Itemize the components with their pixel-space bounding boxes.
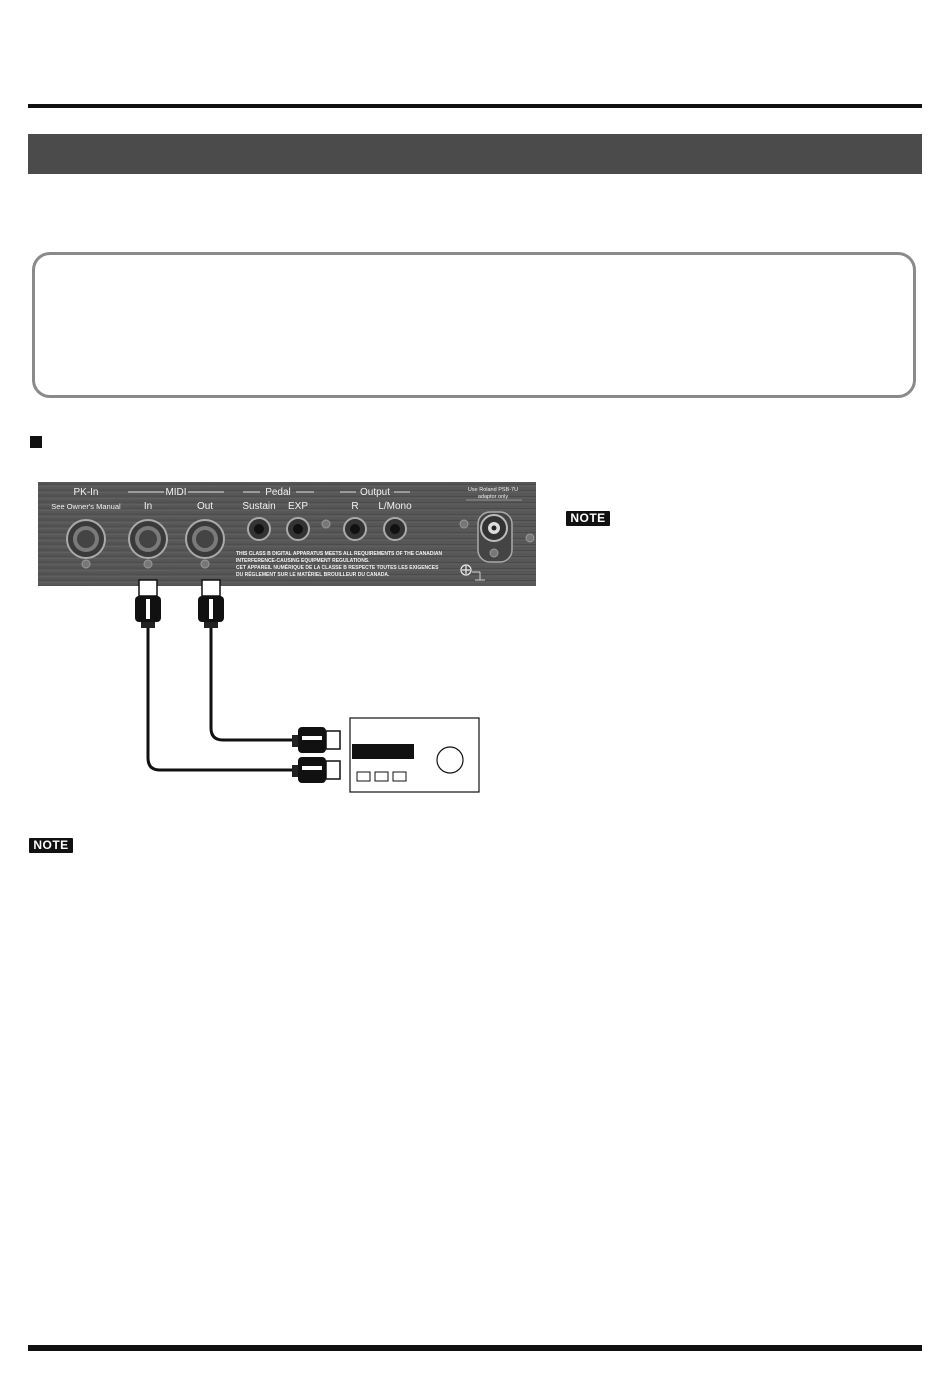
info-box xyxy=(32,252,916,398)
section-header-bar xyxy=(28,134,922,174)
midi-plug-out-icon xyxy=(198,579,224,628)
output-lmono-label: L/Mono xyxy=(378,501,412,512)
compliance-line-1: THIS CLASS B DIGITAL APPARATUS MEETS ALL… xyxy=(236,551,443,557)
midi-label: MIDI xyxy=(165,487,186,498)
midi-connection-diagram xyxy=(135,579,480,793)
output-label: Output xyxy=(360,487,390,498)
compliance-line-2: INTERFERENCE-CAUSING EQUIPMENT REGULATIO… xyxy=(236,558,370,564)
panel-screw-icon xyxy=(321,519,331,529)
pedal-exp-label: EXP xyxy=(288,501,308,512)
midi-out-label: Out xyxy=(197,501,213,512)
exp-jack-icon xyxy=(286,517,310,541)
output-r-jack-icon xyxy=(343,517,367,541)
compliance-line-4: DU RÉGLEMENT SUR LE MATÉRIEL BROUILLEUR … xyxy=(236,570,390,578)
pk-in-socket-icon xyxy=(66,519,106,569)
ground-symbol-icon xyxy=(460,564,485,581)
panel-background xyxy=(38,482,536,586)
compliance-line-3: CET APPAREIL NUMÉRIQUE DE LA CLASSE B RE… xyxy=(236,563,439,571)
output-lmono-jack-icon xyxy=(383,517,407,541)
pk-in-sub-label: See Owner's Manual xyxy=(51,502,121,511)
dc-in-jack-icon xyxy=(477,511,513,563)
midi-in-socket-icon xyxy=(128,519,168,569)
bottom-rule xyxy=(28,1345,922,1351)
midi-out-socket-icon xyxy=(185,519,225,569)
panel-screw-icon xyxy=(525,533,535,543)
subsection-bullet-icon xyxy=(30,436,42,448)
pk-in-label: PK-In xyxy=(73,487,98,498)
device-plug-upper-icon xyxy=(292,727,341,753)
top-rule xyxy=(28,104,922,108)
panel-screw-icon xyxy=(459,519,469,529)
output-r-label: R xyxy=(351,501,358,512)
sustain-jack-icon xyxy=(247,517,271,541)
pedal-label: Pedal xyxy=(265,487,291,498)
external-midi-device-icon xyxy=(349,717,480,793)
midi-in-label: In xyxy=(144,501,152,512)
adapter-label-line1: Use Roland PSB-7U xyxy=(468,487,518,493)
adapter-label-line2: adaptor only xyxy=(478,494,509,500)
note-badge: NOTE xyxy=(29,838,73,853)
device-plug-lower-icon xyxy=(292,757,341,783)
midi-cable-from-in xyxy=(146,626,292,772)
note-badge: NOTE xyxy=(566,511,610,526)
midi-plug-in-icon xyxy=(135,579,161,628)
pedal-sustain-label: Sustain xyxy=(242,501,275,512)
midi-cable-from-out xyxy=(209,626,292,742)
rear-panel-illustration: PK-In See Owner's Manual MIDI In Out Ped… xyxy=(38,482,536,586)
